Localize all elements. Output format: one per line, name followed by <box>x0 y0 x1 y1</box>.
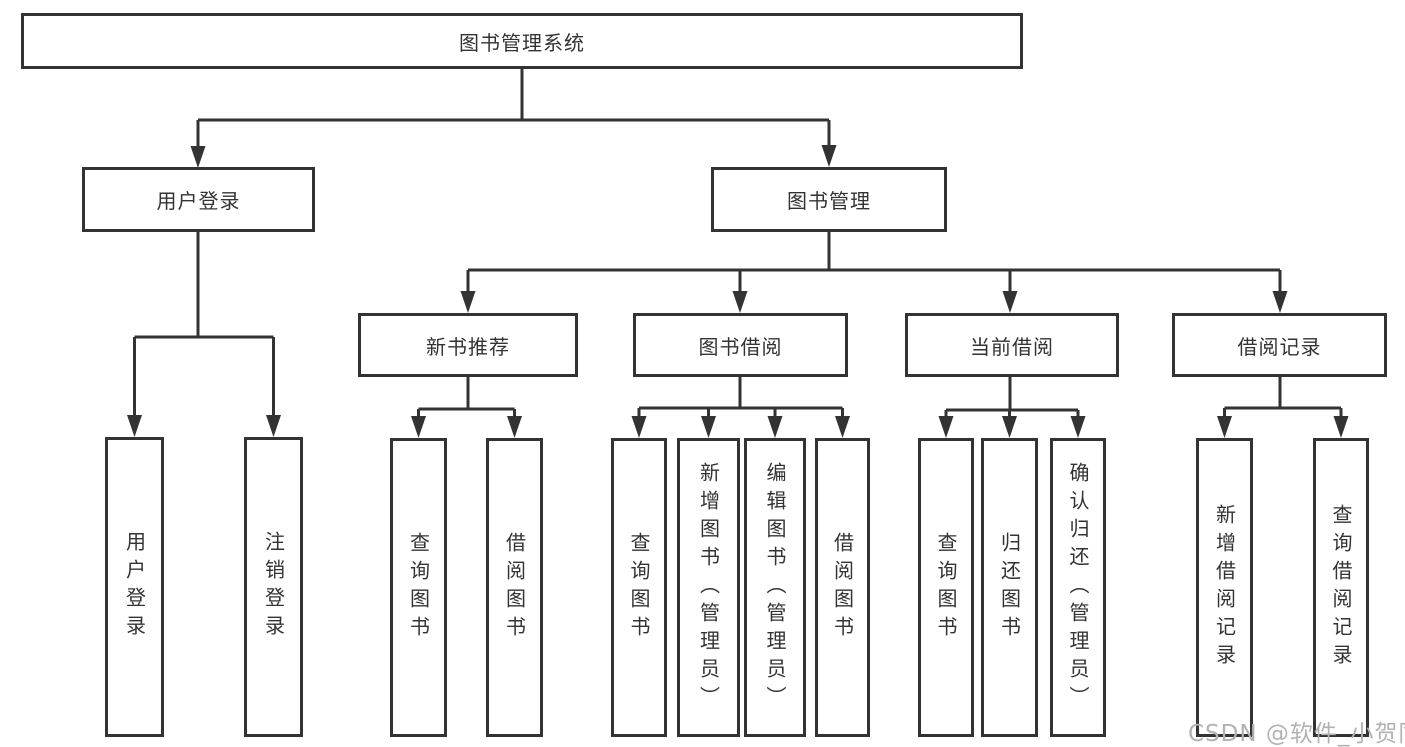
leaf-newrec-borrow-books: 借阅图书 <box>486 438 543 737</box>
leaf-borrow-edit-books-admin: 编辑图书（管理员） <box>744 438 806 737</box>
leaf-borrow-query-books: 查询图书 <box>611 438 667 737</box>
leaf-logout: 注销登录 <box>244 437 303 737</box>
node-book-borrow: 图书借阅 <box>633 313 848 377</box>
leaf-current-query-books: 查询图书 <box>918 438 974 737</box>
leaf-records-add-record-label: 新增借阅记录 <box>1212 503 1237 672</box>
leaf-current-return-books: 归还图书 <box>981 438 1038 737</box>
node-current-borrow: 当前借阅 <box>905 313 1119 377</box>
leaf-current-confirm-return-admin-label: 确认归还（管理员） <box>1066 461 1090 714</box>
leaf-borrow-add-books-admin-label: 新增图书（管理员） <box>696 461 721 714</box>
leaf-records-query-record-label: 查询借阅记录 <box>1329 503 1353 672</box>
leaf-borrow-borrow-books-label: 借阅图书 <box>830 531 855 644</box>
leaf-logout-label: 注销登录 <box>261 531 286 643</box>
node-borrow-records: 借阅记录 <box>1172 313 1387 377</box>
node-book-borrow-label: 图书借阅 <box>698 334 783 359</box>
watermark: CSDN @软件_小贺同学 <box>1188 721 1405 747</box>
leaf-borrow-edit-books-admin-label: 编辑图书（管理员） <box>763 461 787 714</box>
leaf-current-query-books-label: 查询图书 <box>934 531 958 644</box>
node-user-login: 用户登录 <box>82 167 315 232</box>
node-current-borrow-label: 当前借阅 <box>970 334 1054 359</box>
leaf-newrec-query-books: 查询图书 <box>390 438 447 737</box>
node-root: 图书管理系统 <box>21 13 1023 69</box>
node-user-login-label: 用户登录 <box>156 189 241 213</box>
node-borrow-records-label: 借阅记录 <box>1237 334 1322 359</box>
node-new-book-recommend: 新书推荐 <box>358 313 578 377</box>
leaf-records-query-record: 查询借阅记录 <box>1313 438 1369 737</box>
leaf-borrow-borrow-books: 借阅图书 <box>815 438 870 737</box>
leaf-current-return-books-label: 归还图书 <box>997 531 1022 644</box>
leaf-borrow-add-books-admin: 新增图书（管理员） <box>677 438 740 737</box>
leaf-records-add-record: 新增借阅记录 <box>1196 438 1253 737</box>
leaf-current-confirm-return-admin: 确认归还（管理员） <box>1050 438 1106 737</box>
leaf-user-login: 用户登录 <box>105 437 164 737</box>
node-book-management: 图书管理 <box>711 167 947 232</box>
node-book-management-label: 图书管理 <box>787 189 871 213</box>
leaf-newrec-query-books-label: 查询图书 <box>406 531 431 644</box>
leaf-newrec-borrow-books-label: 借阅图书 <box>502 531 527 644</box>
leaf-user-login-label: 用户登录 <box>122 531 147 643</box>
node-new-book-recommend-label: 新书推荐 <box>426 334 510 359</box>
node-root-label: 图书管理系统 <box>459 30 585 55</box>
leaf-borrow-query-books-label: 查询图书 <box>627 531 651 644</box>
